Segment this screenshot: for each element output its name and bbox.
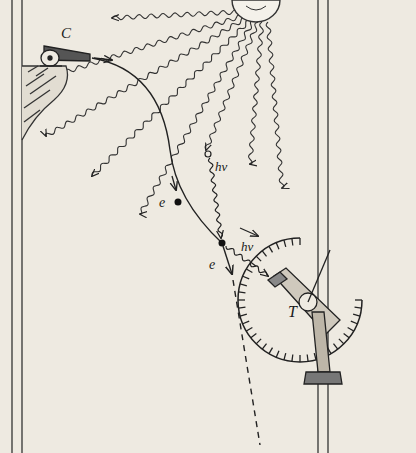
light-ray [266, 22, 284, 188]
scale-tick [239, 291, 246, 293]
scale-tick [239, 307, 246, 309]
light-ray [205, 22, 258, 150]
scale-tick [262, 344, 266, 350]
scale-tick [269, 246, 273, 252]
light-ray [112, 10, 238, 20]
frame-line [11, 0, 12, 453]
scale-tick [240, 314, 247, 316]
electron-label: e [208, 258, 216, 272]
cliff [22, 66, 68, 140]
scale-tick [353, 314, 360, 316]
scale-tick [355, 307, 362, 309]
scale-tick [291, 239, 293, 246]
scale-tick [339, 339, 344, 344]
scale-tick [284, 353, 286, 360]
light-rays [34, 10, 284, 214]
scale-tick [262, 251, 266, 257]
scale-tick [333, 344, 337, 350]
recoil-arrow [223, 246, 232, 274]
scale-tick [238, 299, 245, 300]
scale-tick [348, 328, 354, 332]
electron-label: e [158, 196, 166, 210]
scale-tick [243, 276, 249, 279]
scale-tick [299, 355, 300, 362]
collision-point [219, 240, 226, 247]
scale-tick [240, 284, 247, 286]
scale-tick [344, 333, 350, 337]
motion-arrow [172, 176, 176, 190]
electron [175, 199, 182, 206]
photon-arrow [240, 228, 258, 236]
scale-tick [256, 339, 261, 344]
scale-tick [351, 321, 357, 324]
scale-tick [276, 351, 279, 357]
scale-tick [246, 328, 252, 332]
scale-tick [243, 321, 249, 324]
sun [232, 0, 280, 22]
scale-tick [307, 355, 309, 362]
scale-tick [269, 348, 273, 354]
scale-tick [291, 355, 293, 362]
photon-label: hν [214, 160, 228, 173]
scale-tick [256, 256, 261, 261]
telescope-label: T [287, 304, 298, 320]
frame-line [317, 0, 318, 453]
scale-tick [276, 243, 279, 249]
photon-label: hν [240, 240, 254, 253]
scale-tick [251, 333, 257, 337]
recoil-path [233, 280, 260, 445]
scale-tick [299, 238, 300, 245]
scale-tick [355, 299, 362, 300]
light-ray [249, 22, 264, 164]
frame-line [327, 0, 328, 453]
trajectory [92, 58, 222, 243]
light-ray [140, 20, 254, 214]
scale-tick [246, 269, 252, 273]
scale-tick [284, 240, 286, 247]
light-ray [45, 17, 246, 136]
photon [205, 151, 211, 157]
cannon [40, 46, 112, 66]
cannon-label: C [60, 26, 72, 41]
telescope [238, 238, 362, 384]
